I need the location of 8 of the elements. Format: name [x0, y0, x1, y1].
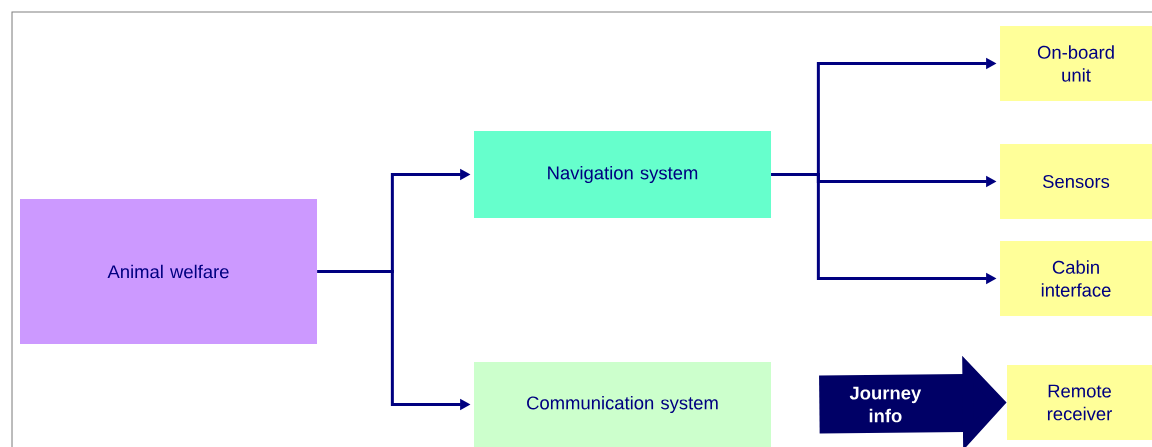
edge-label: Journey info — [849, 386, 922, 423]
component-box: Remote receiver — [1007, 365, 1152, 440]
component-box: Sensors — [1000, 144, 1152, 219]
process-box: Navigation system — [474, 131, 771, 218]
component-box: On-board unit — [1000, 26, 1152, 101]
component-box: Cabin interface — [1000, 241, 1152, 316]
process-box: Animal welfare — [20, 199, 317, 344]
process-box: Communication system — [474, 362, 771, 447]
